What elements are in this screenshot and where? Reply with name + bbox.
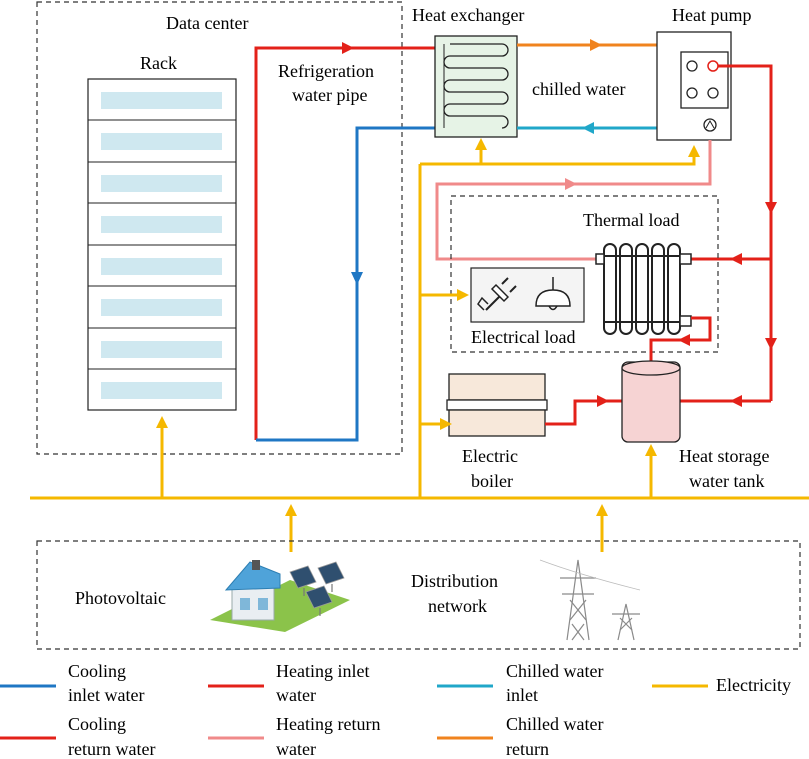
heat-pump [656, 31, 732, 141]
svg-text:Electricity: Electricity [716, 675, 791, 695]
heat-exchanger [434, 35, 518, 138]
svg-text:Heating inlet: Heating inlet [276, 661, 369, 681]
svg-text:inlet: inlet [506, 685, 538, 705]
heating-to-tank-arrow [730, 395, 742, 407]
lamp-icon [535, 277, 571, 311]
radiator-to-tank-pipe [649, 316, 712, 365]
cooling-inlet-arrow [351, 272, 363, 285]
legend-item-heating-return: Heating return water [208, 714, 380, 759]
svg-text:Heating return: Heating return [276, 714, 380, 734]
chilled-return-arrow [590, 39, 602, 51]
svg-text:return water: return water [68, 739, 155, 759]
heating-inlet-arrow-1 [765, 202, 777, 214]
legend-item-chilled-inlet: Chilled water inlet [437, 661, 603, 705]
svg-text:Chilled water: Chilled water [506, 714, 603, 734]
svg-text:water: water [276, 685, 316, 705]
rack-label: Rack [140, 53, 177, 73]
heat-storage-label-1: Heat storage [679, 446, 769, 466]
svg-text:Cooling: Cooling [68, 714, 126, 734]
legend-item-chilled-return: Chilled water return [437, 714, 603, 759]
sources-box [36, 540, 801, 650]
heat-exchanger-label: Heat exchanger [412, 5, 524, 25]
electrical-load [470, 267, 585, 323]
radiator [595, 243, 692, 335]
electricity-network [30, 146, 809, 552]
legend: Cooling inlet water Cooling return water… [0, 661, 791, 759]
heating-inlet-main-pipe [718, 64, 773, 401]
heating-return-arrow [565, 178, 577, 190]
plug-icon [477, 277, 517, 311]
rack [87, 78, 237, 411]
chilled-water-label: chilled water [532, 79, 625, 99]
thermal-load-box [450, 195, 719, 353]
electricity-arrows [156, 138, 700, 516]
refrigeration-label-2: water pipe [292, 85, 367, 105]
refrigeration-label-1: Refrigeration [278, 61, 374, 81]
legend-item-cooling-return: Cooling return water [0, 714, 155, 759]
cooling-inlet-pipe [256, 126, 435, 442]
legend-item-electricity: Electricity [652, 675, 791, 695]
boiler-to-tank-arrow [597, 395, 609, 407]
heat-storage-label-2: water tank [689, 471, 764, 491]
pump-icon [703, 118, 717, 132]
distribution-label-1: Distribution [411, 571, 498, 591]
distribution-label-2: network [428, 596, 487, 616]
svg-text:water: water [276, 739, 316, 759]
transmission-tower-icon [539, 559, 641, 641]
electric-boiler [446, 373, 548, 437]
electric-boiler-label-2: boiler [471, 471, 513, 491]
data-center-box [36, 1, 403, 455]
electrical-load-label: Electrical load [471, 327, 575, 347]
svg-text:inlet water: inlet water [68, 685, 144, 705]
heat-storage-tank [621, 360, 681, 443]
photovoltaic-house-icon [210, 560, 350, 632]
svg-text:Cooling: Cooling [68, 661, 126, 681]
cooling-return-arrow [342, 42, 354, 54]
electric-boiler-label-1: Electric [462, 446, 518, 466]
svg-text:Chilled water: Chilled water [506, 661, 603, 681]
chilled-inlet-arrow [582, 122, 594, 134]
cooling-return-pipe [254, 46, 435, 440]
thermal-load-label: Thermal load [583, 210, 679, 230]
solar-panels [289, 561, 345, 616]
heating-inlet-arrow-2 [765, 338, 777, 350]
heating-return-pipe [435, 140, 712, 261]
boiler-to-tank-pipe [545, 399, 622, 426]
rack-units [88, 92, 236, 399]
heat-pump-label: Heat pump [672, 5, 751, 25]
legend-item-cooling-inlet: Cooling inlet water [0, 661, 144, 705]
radiator-to-tank-arrow [678, 334, 690, 346]
data-center-label: Data center [166, 13, 248, 33]
legend-item-heating-inlet: Heating inlet water [208, 661, 369, 705]
svg-text:return: return [506, 739, 549, 759]
heating-to-radiator-arrow [730, 253, 742, 265]
photovoltaic-label: Photovoltaic [75, 588, 166, 608]
